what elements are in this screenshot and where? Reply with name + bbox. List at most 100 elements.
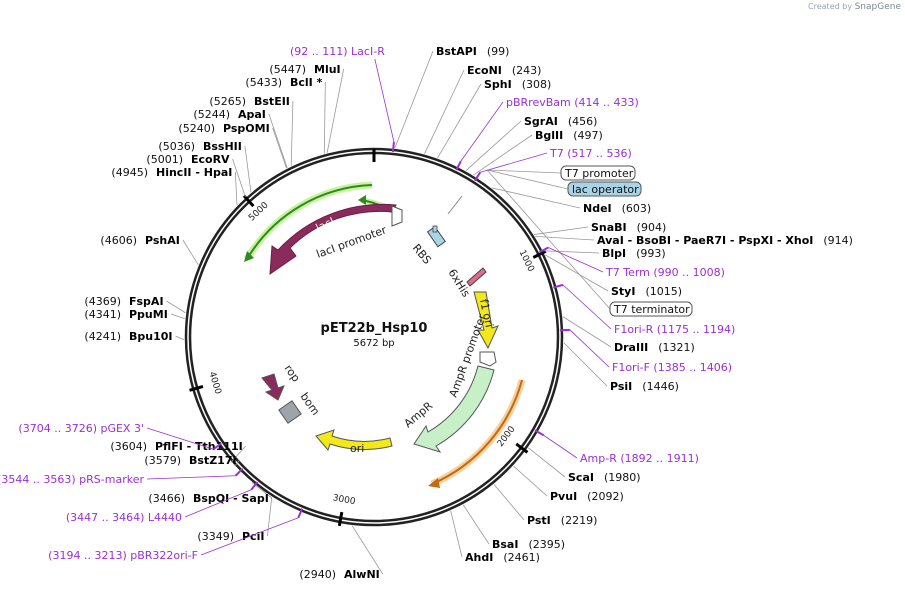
site-snabi[interactable]: SnaBI(904) <box>591 221 666 234</box>
lac-operator-box[interactable]: lac operator <box>567 181 642 197</box>
site-name: PpuMI <box>129 308 168 321</box>
primer-pbrrevbam[interactable]: pBRrevBam (414 .. 433) <box>506 96 639 109</box>
site-name: BsaI <box>492 538 518 551</box>
t7-promoter-box[interactable]: T7 promoter <box>560 165 636 181</box>
site-pspomi[interactable]: PspOMI(5240) <box>178 122 269 135</box>
site-bspqi[interactable]: BspQI - SapI(3466) <box>148 492 268 505</box>
site-draiii[interactable]: DraIII(1321) <box>614 341 695 354</box>
site-position: (4606) <box>100 234 137 247</box>
site-bsai[interactable]: BsaI(2395) <box>492 538 565 551</box>
site-econi[interactable]: EcoNI (243) <box>467 64 541 77</box>
site-apai[interactable]: ApaI(5244) <box>193 108 265 121</box>
primer-f1ori_f[interactable]: F1ori-F (1385 .. 1406) <box>612 361 732 374</box>
primer-laci_r[interactable]: (92 .. 111) LacI-R <box>290 45 385 58</box>
primer-mark <box>553 283 564 289</box>
site-name: SgrAI <box>524 115 558 128</box>
site-position: (243) <box>512 64 542 77</box>
ampr-feature <box>413 365 495 453</box>
site-scai[interactable]: ScaI(1980) <box>568 471 641 484</box>
primer-leader <box>460 101 504 162</box>
primer-label: F1ori-R (1175 .. 1194) <box>614 323 735 336</box>
primer-label: F1ori-F (1385 .. 1406) <box>612 361 732 374</box>
scale-tick-4000 <box>189 384 204 392</box>
site-psti[interactable]: PstI (2219) <box>527 514 597 527</box>
site-blpi[interactable]: BlpI(993) <box>602 247 666 260</box>
his6-feature <box>466 267 487 287</box>
primer-pbr322ori_f[interactable]: (3194 .. 3213) pBR322ori-F <box>48 549 198 562</box>
site-position: (904) <box>637 221 667 234</box>
site-position: (5036) <box>158 140 195 153</box>
site-position: (914) <box>823 234 853 247</box>
site-bglii[interactable]: BglII(497) <box>535 129 603 142</box>
primer-label: pBRrevBam (414 .. 433) <box>506 96 639 109</box>
primer-amp_r[interactable]: Amp-R (1892 .. 1911) <box>580 452 699 465</box>
site-bstz17i[interactable]: BstZ17I(3579) <box>144 454 236 467</box>
site-name: BstAPI <box>436 45 477 58</box>
site-position: (456) <box>568 115 598 128</box>
site-name: PvuI <box>550 490 577 503</box>
site-ahdi[interactable]: AhdI(2461) <box>465 551 540 564</box>
site-leader <box>535 235 595 241</box>
site-bsshii[interactable]: BssHII(5036) <box>158 140 241 153</box>
site-sgrai[interactable]: SgrAI (456) <box>524 115 597 128</box>
site-avai[interactable]: AvaI - BsoBI - PaeR7I - PspXI - XhoI (914… <box>597 234 853 247</box>
site-ndei[interactable]: NdeI(603) <box>583 202 651 215</box>
site-alwni[interactable]: AlwNI(2940) <box>299 568 379 581</box>
site-leader <box>394 50 434 149</box>
site-name: AhdI <box>465 551 493 564</box>
site-leader-lines <box>166 50 612 575</box>
site-leader <box>230 445 247 463</box>
site-styi[interactable]: StyI(1015) <box>611 285 682 298</box>
site-bcli[interactable]: BclI *(5433) <box>245 76 322 89</box>
laci-arc <box>246 184 373 260</box>
primer-f1ori_r[interactable]: F1ori-R (1175 .. 1194) <box>614 323 735 336</box>
primer-leader <box>146 475 236 480</box>
site-psii[interactable]: PsiI(1446) <box>610 380 679 393</box>
site-mlui[interactable]: MluI(5447) <box>269 63 340 76</box>
site-leader <box>234 459 240 467</box>
site-position: (2219) <box>561 514 598 527</box>
primer-label: (3544 .. 3563) pRS-marker <box>0 473 144 486</box>
site-pcii[interactable]: PciI(3349) <box>197 530 264 543</box>
primer-l4440[interactable]: (3447 .. 3464) L4440 <box>66 511 182 524</box>
site-bsteii[interactable]: BstEII(5265) <box>209 95 289 108</box>
scale-tick-label: 1000 <box>517 249 536 274</box>
site-name: BglII <box>535 129 563 142</box>
site-pshai[interactable]: PshAI(4606) <box>100 234 179 247</box>
plasmid-name: pET22b_Hsp10 <box>321 321 428 336</box>
primer-t7[interactable]: T7 (517 .. 536) <box>549 147 632 160</box>
site-bstapi[interactable]: BstAPI(99) <box>436 45 509 58</box>
site-bpu10i[interactable]: Bpu10I(4241) <box>84 330 172 343</box>
primer-t7term[interactable]: T7 Term (990 .. 1008) <box>605 266 725 279</box>
site-leader <box>175 335 185 341</box>
site-name: EcoRV <box>191 153 230 166</box>
site-hincii[interactable]: HincII - HpaI(4945) <box>111 166 232 179</box>
primer-labels: (92 .. 111) LacI-R pBRrevBam (414 .. 433)… <box>0 45 735 562</box>
site-pvui[interactable]: PvuI(2092) <box>550 490 624 503</box>
site-leader <box>437 83 482 159</box>
t7-terminator-box[interactable]: T7 terminator <box>609 301 693 317</box>
primer-mark <box>212 442 223 450</box>
site-ppumi[interactable]: PpuMI(4341) <box>84 308 167 321</box>
site-leader <box>234 171 238 206</box>
site-name: EcoNI <box>467 64 502 77</box>
laci-promoter-feature <box>391 205 403 227</box>
site-name: AvaI - BsoBI - PaeR7I - PspXI - XhoI <box>597 234 813 247</box>
site-leader <box>166 300 186 314</box>
primer-prs_marker[interactable]: (3544 .. 3563) pRS-marker <box>0 473 144 486</box>
site-fspai[interactable]: FspAI(4369) <box>84 295 163 308</box>
bom-feature <box>278 400 302 424</box>
site-leader <box>563 342 608 387</box>
f1ori-label: f1 ori <box>477 298 496 329</box>
box-frame <box>567 181 642 197</box>
primer-label: T7 Term (990 .. 1008) <box>605 266 725 279</box>
primer-pgex3[interactable]: (3704 .. 3726) pGEX 3' <box>18 422 144 435</box>
site-pflfi[interactable]: PflFI - Tth111I(3604) <box>110 440 242 453</box>
site-name: PstI <box>527 514 551 527</box>
site-sphi[interactable]: SphI(308) <box>484 78 551 91</box>
site-leader <box>424 69 465 155</box>
site-position: (5433) <box>245 76 282 89</box>
site-leader <box>323 81 326 154</box>
site-ecorv[interactable]: EcoRV(5001) <box>146 153 230 166</box>
